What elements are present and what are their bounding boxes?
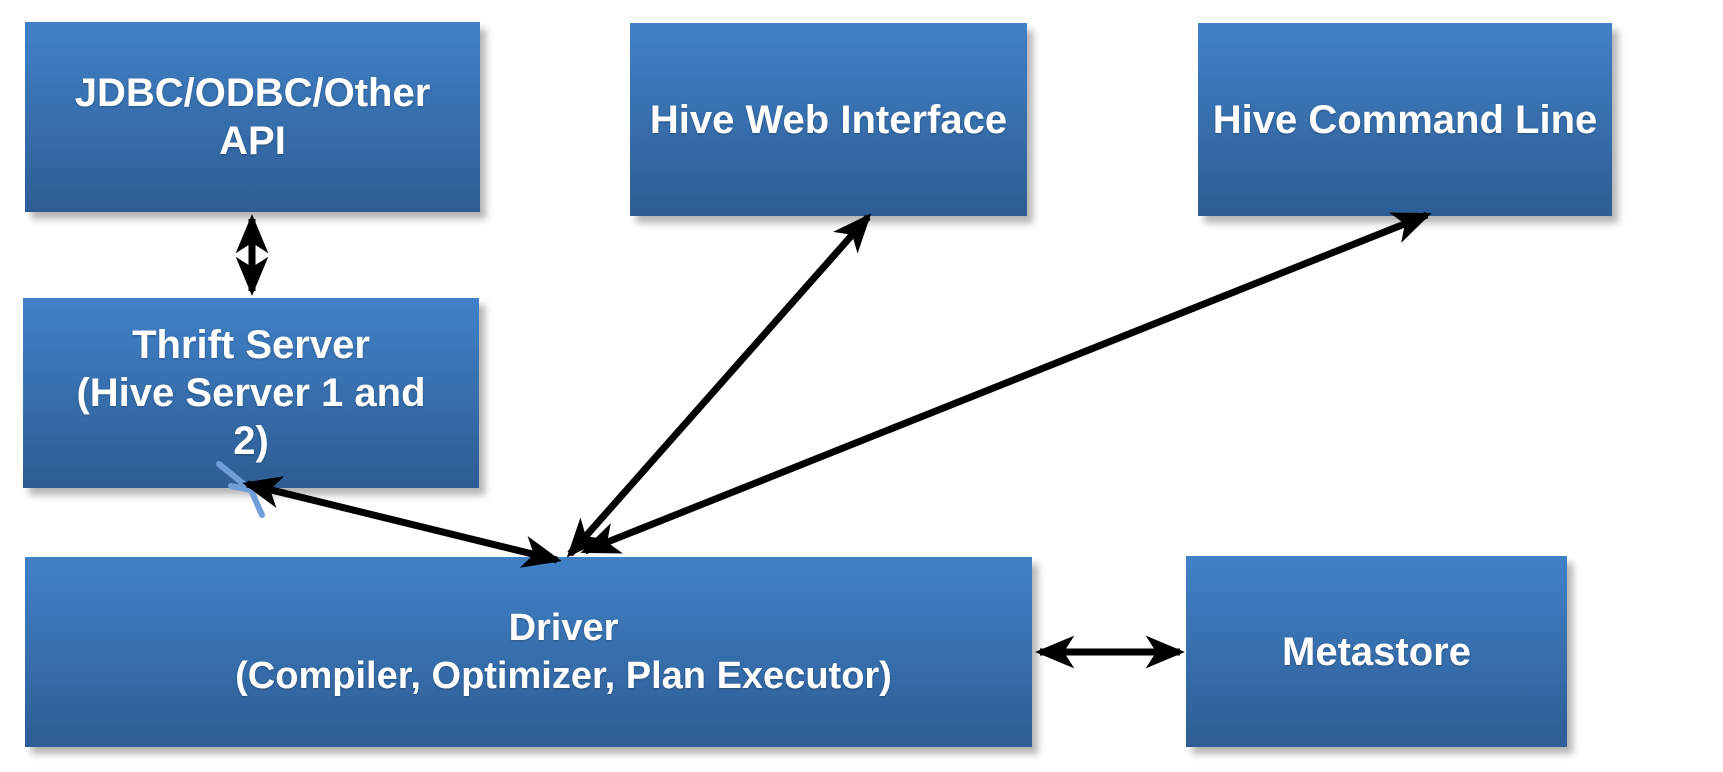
jdbc-odbc-api-box: JDBC/ODBC/Other API <box>25 22 480 212</box>
box-label-line: Hive Command Line <box>1212 97 1598 142</box>
box-label-line: Driver <box>508 607 619 649</box>
box-label-line: JDBC/ODBC/Other <box>74 71 431 115</box>
box-label-line: Thrift Server <box>132 323 370 367</box>
box-label-line: Hive Web Interface <box>649 97 1008 142</box>
hive-command-line-box: Hive Command Line <box>1198 23 1612 216</box>
arrow-webui-driver <box>566 213 872 558</box>
box-label-line: 2) <box>233 419 269 463</box>
thrift-server-label: Thrift Server (Hive Server 1 and 2) <box>76 321 425 465</box>
hive-command-line-label: Hive Command Line <box>1213 96 1598 144</box>
driver-box: Driver (Compiler, Optimizer, Plan Execut… <box>25 557 1032 747</box>
thrift-server-box: Thrift Server (Hive Server 1 and 2) <box>23 298 479 488</box>
driver-label: Driver (Compiler, Optimizer, Plan Execut… <box>235 604 892 700</box>
box-label-line: (Compiler, Optimizer, Plan Executor) <box>235 655 892 697</box>
arrow-cmdline-driver <box>580 211 1432 555</box>
hive-web-interface-box: Hive Web Interface <box>630 23 1027 216</box>
box-label-line: Metastore <box>1282 629 1471 674</box>
box-label-line: API <box>219 119 286 163</box>
metastore-box: Metastore <box>1186 556 1567 747</box>
jdbc-odbc-api-label: JDBC/ODBC/Other API <box>75 69 431 165</box>
arrow-thrift-driver <box>242 476 562 568</box>
box-label-line: (Hive Server 1 and <box>76 371 426 415</box>
hive-web-interface-label: Hive Web Interface <box>650 96 1007 144</box>
metastore-label: Metastore <box>1282 628 1471 676</box>
